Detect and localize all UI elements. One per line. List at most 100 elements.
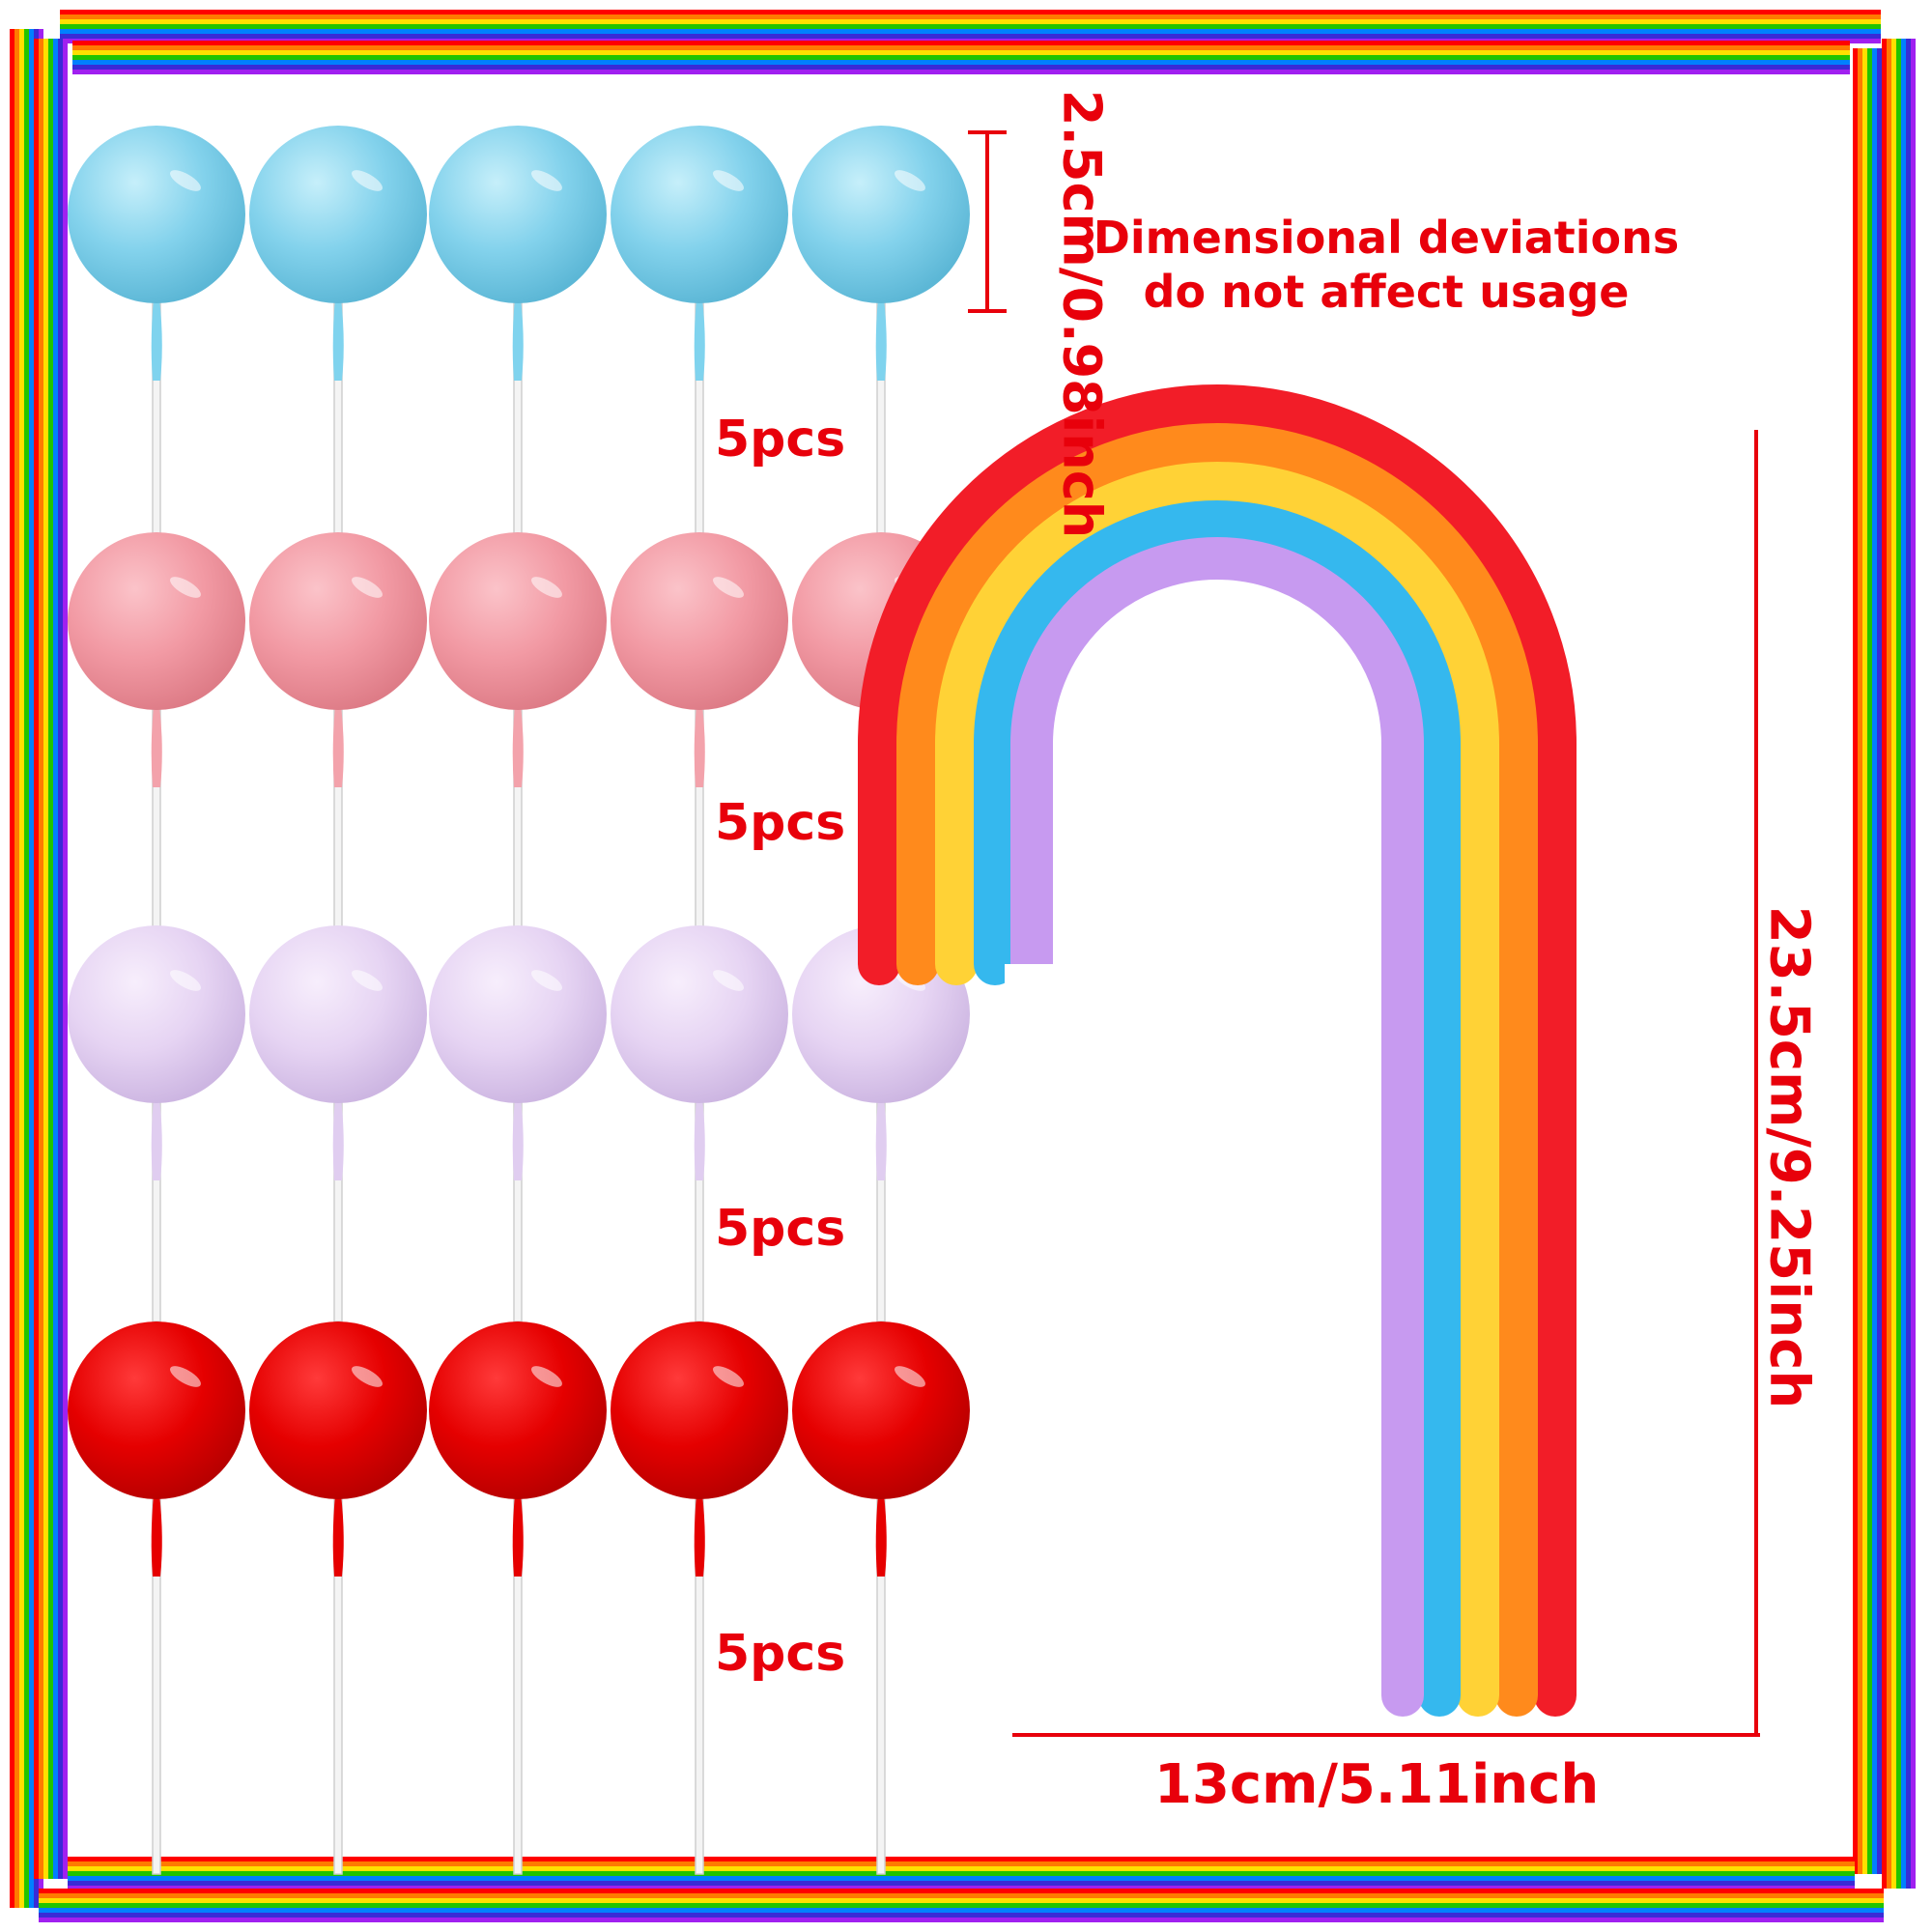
ball — [249, 126, 427, 303]
ball — [429, 532, 607, 710]
rainbow-border-frame — [10, 10, 1916, 1922]
ball-highlight — [170, 170, 201, 191]
ball — [792, 1321, 970, 1499]
ball-highlight — [352, 577, 383, 598]
rainbow-width-label: 13cm/5.11inch — [1154, 1753, 1600, 1816]
rainbow-dimension-lines — [1012, 430, 1760, 1737]
rainbow-height-label: 23.5cm/9.25inch — [1757, 905, 1821, 1409]
ball — [611, 126, 788, 303]
ball — [792, 126, 970, 303]
rainbow-band — [896, 423, 1538, 1717]
ball-stem — [332, 1494, 344, 1577]
ball-stem — [512, 298, 524, 381]
ball-topper — [68, 126, 245, 542]
ball-highlight — [170, 1366, 201, 1387]
ball-topper — [611, 126, 788, 542]
ball-topper — [68, 1321, 245, 1875]
ball-row-light-blue — [68, 126, 970, 542]
frame-top-outer — [60, 10, 1881, 43]
ball — [249, 532, 427, 710]
rainbow-band — [858, 384, 1577, 1717]
ball-stem — [332, 298, 344, 381]
ball-stem — [151, 705, 162, 787]
ball-stem — [694, 298, 705, 381]
ball-highlight — [170, 577, 201, 598]
ball-highlight — [713, 577, 744, 598]
frame-top-inner — [72, 41, 1850, 74]
ball-highlight — [713, 170, 744, 191]
rainbow-band — [935, 462, 1499, 1717]
ball-highlight — [531, 1366, 562, 1387]
ball-topper — [792, 126, 970, 542]
ball-toppers-grid — [68, 126, 970, 1875]
ball — [68, 532, 245, 710]
ball-highlight — [531, 170, 562, 191]
ball-highlight — [895, 1366, 925, 1387]
ball-highlight — [713, 1366, 744, 1387]
ball-stem — [332, 1098, 344, 1180]
ball-row-lavender — [68, 925, 970, 1322]
ball-stem — [151, 1494, 162, 1577]
ball-stem — [332, 705, 344, 787]
ball-topper — [429, 1321, 607, 1875]
frame-right-inner — [1853, 48, 1887, 1874]
ball-topper — [792, 1321, 970, 1875]
ball-stem — [694, 1098, 705, 1180]
ball-topper — [611, 1321, 788, 1875]
row-count-label-lavender: 5pcs — [715, 1200, 846, 1258]
ball — [68, 1321, 245, 1499]
row-count-label-pink: 5pcs — [715, 794, 846, 852]
ball-stem — [151, 298, 162, 381]
frame-left-inner — [34, 39, 68, 1879]
ball-topper — [611, 532, 788, 933]
ball — [429, 1321, 607, 1499]
ball-topper — [249, 532, 427, 933]
ball-stem — [512, 1494, 524, 1577]
ball-topper — [611, 925, 788, 1322]
ball-highlight — [352, 970, 383, 991]
ball — [68, 925, 245, 1103]
ball — [249, 1321, 427, 1499]
ball — [429, 126, 607, 303]
ball-topper — [429, 532, 607, 933]
ball-stem — [151, 1098, 162, 1180]
ball-stem — [875, 1494, 887, 1577]
ball-topper — [68, 925, 245, 1322]
ball-stem — [512, 1098, 524, 1180]
ball-topper — [68, 532, 245, 933]
frame-bottom-inner — [68, 1857, 1855, 1890]
ball — [249, 925, 427, 1103]
ball-stem — [512, 705, 524, 787]
ball-stem — [875, 1098, 887, 1180]
row-count-label-red: 5pcs — [715, 1625, 846, 1683]
ball-highlight — [531, 970, 562, 991]
ball-highlight — [713, 970, 744, 991]
rainbow-band — [974, 500, 1461, 1717]
dimension-deviation-note: Dimensional deviations do not affect usa… — [1093, 212, 1680, 318]
ball-highlight — [170, 970, 201, 991]
ball-highlight — [352, 170, 383, 191]
rainbow-band — [1010, 537, 1424, 1717]
ball-highlight — [531, 577, 562, 598]
ball-topper — [249, 925, 427, 1322]
ball — [611, 925, 788, 1103]
rainbow-left-cut — [1005, 964, 1256, 1003]
ball-highlight — [895, 170, 925, 191]
ball-topper — [249, 126, 427, 542]
ball-stem — [694, 705, 705, 787]
frame-bottom-outer — [39, 1889, 1884, 1922]
row-count-label-blue: 5pcs — [715, 411, 846, 469]
ball-row-red — [68, 1321, 970, 1875]
ball-row-pink — [68, 532, 970, 933]
ball-dimension-bracket — [968, 130, 1007, 313]
ball — [611, 532, 788, 710]
ball-diameter-label: 2.5cm/0.98inch — [1051, 89, 1113, 539]
ball — [429, 925, 607, 1103]
ball — [68, 126, 245, 303]
ball-topper — [249, 1321, 427, 1875]
ball-topper — [429, 925, 607, 1322]
ball-highlight — [352, 1366, 383, 1387]
ball-stem — [694, 1494, 705, 1577]
ball-stem — [875, 298, 887, 381]
